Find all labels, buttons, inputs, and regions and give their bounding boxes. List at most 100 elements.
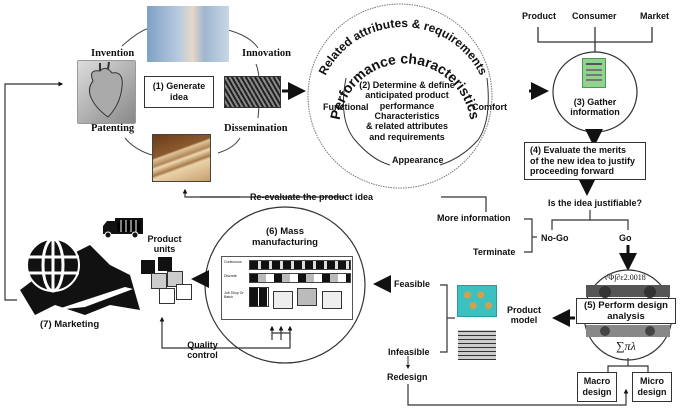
stage4-evaluate-box: (4) Evaluate the merits of the new idea …: [524, 142, 646, 180]
stage2-line: anticipated product: [365, 90, 449, 101]
quality-line: control: [187, 350, 218, 361]
jobshop-cell-2: [273, 291, 293, 309]
feasible-label: Feasible: [394, 279, 431, 289]
source-product: Product: [522, 11, 557, 21]
product-units-line: Product: [147, 234, 182, 244]
product-model-line: Product: [506, 305, 541, 315]
decision-go: Go: [619, 233, 632, 243]
heart-icon: [88, 61, 123, 118]
stage4-line: (4) Evaluate the merits: [530, 144, 627, 155]
decision-question: Is the idea justifiable?: [548, 198, 643, 208]
stage6-line: manufacturing: [252, 236, 318, 248]
stage2-appearance: Appearance: [392, 155, 444, 165]
stage3-label: (3) Gather information: [565, 97, 625, 118]
stage4-label: (4) Evaluate the merits of the new idea …: [530, 145, 635, 177]
stage2-functional: Functional: [323, 102, 369, 112]
jobshop-cell-4: [322, 291, 342, 309]
ripped-jeans-photo: [147, 6, 229, 62]
decision-no-go: No-Go: [541, 233, 569, 243]
product-model-grid-mesh: [458, 330, 496, 360]
quality-control-loop: [159, 316, 291, 349]
macro-design-label: Macro design: [582, 376, 612, 397]
unit-square: [141, 260, 155, 274]
stage2-label: (2) Determine & define anticipated produ…: [352, 80, 462, 142]
outer-arc-text: Related attributes & requirements: [316, 16, 491, 78]
unit-square: [167, 271, 183, 287]
stage7-marketing-label: (7) Marketing: [40, 319, 100, 330]
jobshop-cell-1: [249, 287, 269, 307]
stage5-line: analysis: [607, 311, 645, 322]
cycle-arc-bottom-right: [217, 137, 241, 154]
stage4-line: of the new idea to justify: [530, 155, 636, 166]
stage3-line: information: [570, 107, 620, 118]
redesign-loop: [407, 384, 629, 406]
quality-line: Quality: [187, 340, 218, 350]
redesign-label: Redesign: [387, 372, 428, 382]
product-units-label: Product units: [142, 234, 187, 255]
product-model-label: Product model: [499, 305, 549, 326]
stage2-line: (2) Determine & define: [359, 80, 455, 90]
product-model-cube: [457, 285, 497, 317]
unit-square: [176, 284, 192, 300]
truck-icon: [103, 218, 143, 239]
formula-top: √Φ∫∂ε2.0018: [604, 273, 646, 282]
stage2-line: and requirements: [369, 131, 445, 142]
row-discrete-label: Discrete: [224, 274, 237, 278]
marketing-feedback-line: [4, 81, 64, 301]
nogo-terminate: Terminate: [473, 247, 516, 257]
row-continuous-bar: [249, 260, 351, 270]
document-icon: [582, 58, 606, 88]
product-model-line: model: [510, 315, 538, 326]
mesh-fabric-sample: [224, 76, 281, 108]
source-consumer: Consumer: [572, 11, 617, 21]
unit-square: [159, 288, 175, 304]
row-discrete-bar: [249, 273, 351, 283]
cycle-label-innovation: Innovation: [242, 48, 292, 59]
stage6-label: (6) Mass manufacturing: [240, 226, 330, 249]
stage5-line: (5) Perform design: [584, 299, 668, 311]
unit-square: [151, 273, 167, 289]
stage2-inner-arc-right: [439, 77, 489, 166]
nogo-bracket: [524, 218, 533, 253]
stage6-line: (6) Mass: [265, 226, 304, 237]
marketing-illustration: [20, 218, 143, 315]
reevaluate-line: [441, 196, 487, 212]
quality-control-label: Quality control: [180, 340, 225, 361]
unit-square: [158, 257, 172, 271]
stage2-line: & related attributes: [365, 121, 449, 132]
stage5-label: (5) Perform design analysis: [584, 300, 668, 323]
airplane-icon: [55, 287, 133, 310]
cycle-label-patenting: Patenting: [91, 123, 135, 134]
stage4-line: proceeding forward: [530, 166, 615, 177]
stage5-design-analysis-box: (5) Perform design analysis: [576, 298, 676, 324]
nogo-more-information: More information: [437, 213, 511, 223]
source-market: Market: [640, 11, 670, 21]
heart-illustration: [77, 60, 136, 124]
micro-design-label: Micro design: [637, 376, 667, 397]
macro-design-box: Macro design: [577, 372, 617, 402]
stage2-comfort: Comfort: [472, 102, 507, 112]
reevaluate-label: Re-evaluate the product idea: [250, 192, 374, 202]
stage2-line: performance: [379, 100, 435, 111]
row-continuous-label: Continuous: [224, 260, 242, 264]
layered-wood-laminate: [152, 134, 211, 182]
stage3-line: (3) Gather: [573, 97, 617, 107]
stage2-outer-circle: [307, 3, 493, 189]
cycle-arc-bottom-left: [124, 137, 153, 156]
cycle-label-invention: Invention: [91, 48, 135, 59]
cycle-arc-top-right: [227, 29, 259, 49]
stage2-inner-arc-left: [342, 77, 391, 166]
row-jobshop-label: Job Shop Or Batch: [224, 291, 244, 300]
stage1-label: (1) Generate idea: [152, 81, 206, 102]
stage1-generate-idea-box: (1) Generate idea: [144, 76, 214, 108]
stage2-line: Characteristics: [374, 111, 440, 122]
manufacturing-schematic: Continuous Discrete Job Shop Or Batch: [221, 256, 353, 320]
infeasible-label: Infeasible: [388, 347, 430, 357]
micro-design-box: Micro design: [632, 372, 672, 402]
cycle-label-dissemination: Dissemination: [224, 123, 288, 134]
decision-bracket: [551, 219, 629, 230]
formula-bottom: ∑πλ: [616, 339, 636, 353]
jobshop-cell-3: [297, 288, 317, 306]
product-units-line: units: [153, 244, 176, 255]
